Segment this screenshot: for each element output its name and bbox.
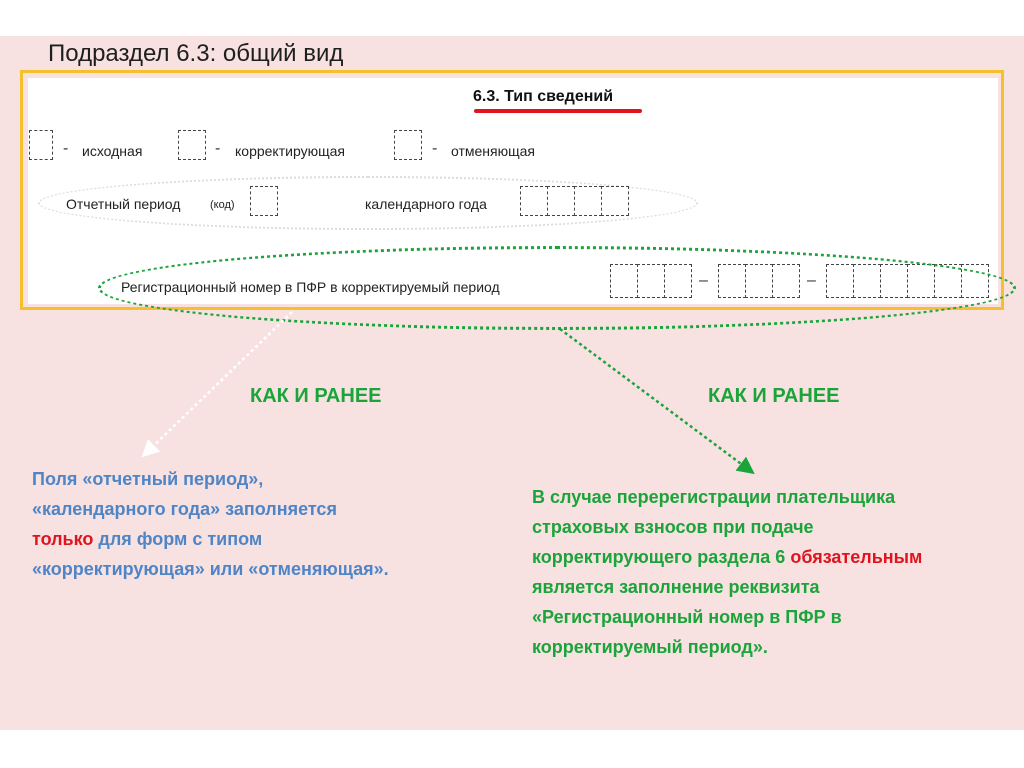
tag-left-as-before: КАК И РАНЕЕ — [250, 385, 382, 407]
arrow-to-left-note — [141, 311, 293, 458]
arrow-to-right-note — [559, 327, 755, 475]
year-digit-box[interactable] — [520, 186, 548, 216]
year-digit-box[interactable] — [547, 186, 575, 216]
note-text: Поля «отчетный период», «календарного го… — [32, 469, 337, 519]
heading-underline — [474, 109, 642, 113]
option-box-corrective[interactable] — [178, 130, 206, 160]
option-label-cancelling: отменяющая — [451, 143, 535, 159]
note-highlight: обязательным — [790, 547, 923, 567]
period-year-ellipse — [38, 176, 698, 230]
form-heading: 6.3. Тип сведений — [473, 88, 614, 105]
note-reg-number: В случае перерегистрации плательщика стр… — [532, 482, 972, 662]
slide-title: Подраздел 6.3: общий вид — [48, 40, 344, 67]
note-text: В случае перерегистрации плательщика стр… — [532, 487, 896, 567]
period-label: Отчетный период — [66, 196, 181, 212]
period-code-hint: (код) — [210, 199, 235, 211]
option-label-corrective: корректирующая — [235, 143, 345, 159]
option-box-initial[interactable] — [29, 130, 53, 160]
reg-number-ellipse — [98, 246, 1016, 330]
note-text: для форм с типом «корректирующая» или «о… — [32, 529, 389, 579]
option-box-cancelling[interactable] — [394, 130, 422, 160]
year-digit-box[interactable] — [601, 186, 629, 216]
option-label-initial: исходная — [82, 143, 143, 159]
year-label: календарного года — [365, 196, 487, 212]
tag-right-as-before: КАК И РАНЕЕ — [708, 385, 840, 407]
note-period-fields: Поля «отчетный период», «календарного го… — [32, 464, 392, 584]
option-dash: - — [63, 140, 69, 157]
note-highlight: только — [32, 529, 94, 549]
option-dash: - — [432, 140, 438, 157]
note-text: является заполнение реквизита «Регистрац… — [532, 577, 842, 657]
period-code-box[interactable] — [250, 186, 278, 216]
year-digit-box[interactable] — [574, 186, 602, 216]
option-dash: - — [215, 140, 221, 157]
